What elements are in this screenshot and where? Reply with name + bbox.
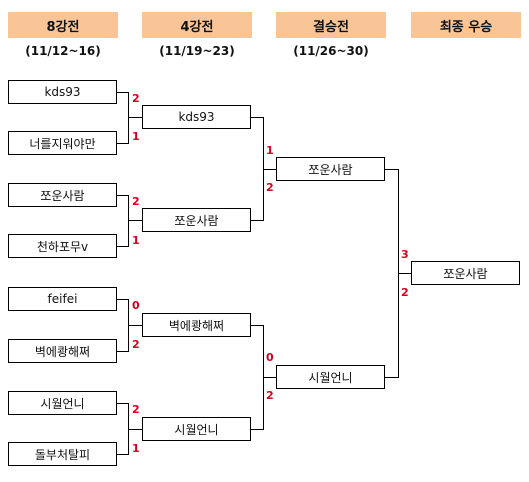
connector-line <box>385 377 399 378</box>
connector-line <box>251 325 264 326</box>
connector-line <box>251 429 264 430</box>
connector-line <box>128 195 129 247</box>
champion-box: 쪼운사람 <box>411 261 520 285</box>
round-title: 결승전 <box>313 19 349 35</box>
connector-line <box>398 273 411 274</box>
match-score: 0 <box>132 299 140 312</box>
match-score: 2 <box>266 181 274 194</box>
connector-line <box>263 169 276 170</box>
connector-line <box>251 117 264 118</box>
connector-line <box>117 143 129 144</box>
match-score: 2 <box>266 389 274 402</box>
player-box: 시월언니 <box>142 417 251 441</box>
connector-line <box>117 351 129 352</box>
match-score: 2 <box>132 195 140 208</box>
connector-line <box>251 220 264 221</box>
player-box: kds93 <box>8 80 117 104</box>
match-score: 2 <box>132 92 140 105</box>
player-box: 돌부처탈피 <box>8 442 117 466</box>
match-score: 1 <box>132 234 140 247</box>
player-box: kds93 <box>142 105 251 129</box>
player-box: 시월언니 <box>8 391 117 415</box>
round-dates-final: (11/26~30) <box>293 44 369 58</box>
round-header-final: 결승전 <box>276 12 386 38</box>
match-score: 1 <box>132 442 140 455</box>
player-box: feifei <box>8 287 117 311</box>
match-score: 1 <box>266 144 274 157</box>
connector-line <box>263 377 276 378</box>
match-score: 0 <box>266 351 274 364</box>
match-score: 3 <box>401 248 409 261</box>
round-header-8: 8강전 <box>8 12 118 38</box>
connector-line <box>128 325 142 326</box>
connector-line <box>128 92 129 144</box>
player-box: 천하포무v <box>8 234 117 258</box>
connector-line <box>385 169 399 170</box>
connector-line <box>128 117 142 118</box>
connector-line <box>117 92 129 93</box>
round-title: 8강전 <box>46 19 80 35</box>
player-box: 벽에쾅해쩌 <box>142 313 251 337</box>
match-score: 2 <box>132 403 140 416</box>
connector-line <box>117 246 129 247</box>
connector-line <box>117 195 129 196</box>
round-dates-4: (11/19~23) <box>159 44 235 58</box>
connector-line <box>117 299 129 300</box>
player-box: 시월언니 <box>276 365 385 389</box>
connector-line <box>117 454 129 455</box>
player-box: 벽에쾅해쩌 <box>8 339 117 363</box>
player-box: 쪼운사람 <box>142 208 251 232</box>
player-box: 너를지워야만 <box>8 131 117 155</box>
match-score: 1 <box>132 130 140 143</box>
player-box: 쪼운사람 <box>276 157 385 181</box>
match-score: 2 <box>132 338 140 351</box>
round-title: 4강전 <box>180 19 214 35</box>
round-dates-8: (11/12~16) <box>25 44 101 58</box>
round-header-4: 4강전 <box>142 12 252 38</box>
connector-line <box>117 403 129 404</box>
round-title: 최종 우승 <box>439 19 493 35</box>
connector-line <box>128 220 142 221</box>
round-header-champion: 최종 우승 <box>411 12 521 38</box>
connector-line <box>128 429 142 430</box>
match-score: 2 <box>401 286 409 299</box>
player-box: 쪼운사람 <box>8 183 117 207</box>
